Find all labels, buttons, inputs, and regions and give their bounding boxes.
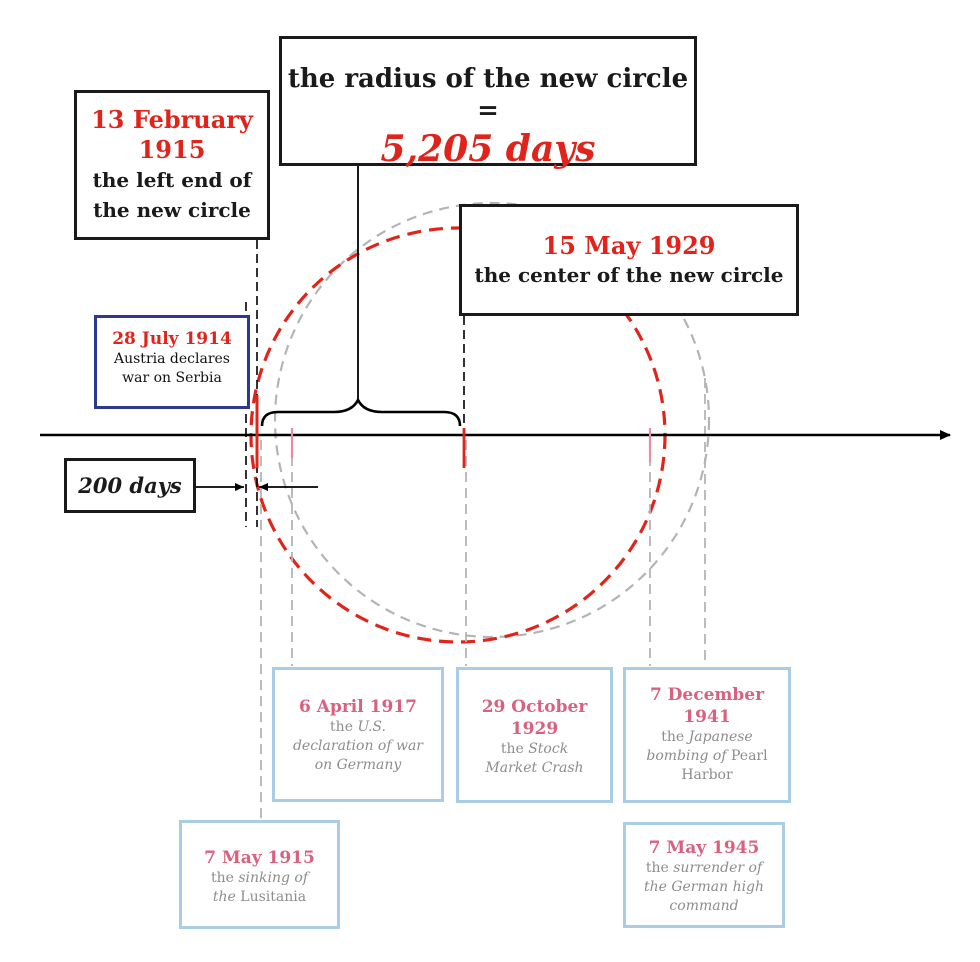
radius-brace (260, 397, 462, 427)
radius-label: the radius of the new circle = (287, 64, 689, 126)
surrender-caption-line1: the surrender of (645, 860, 763, 876)
event-box-lusitania: 7 May 1915 the sinking of the Lusitania (179, 820, 340, 929)
pearl-harbor-caption-line2: bombing of Pearl (646, 748, 768, 764)
event-box-pearl-harbor: 7 December 1941 the Japanese bombing of … (623, 667, 791, 803)
start-caption-line2: war on Serbia (122, 370, 222, 386)
crash-caption-line1: the Stock (500, 741, 569, 757)
radius-box: the radius of the new circle = 5,205 day… (279, 36, 697, 170)
radius-value: 5,205 days (380, 128, 596, 170)
left-end-date-line1: 13 February (91, 105, 253, 134)
crash-caption-line2: Market Crash (485, 760, 584, 776)
us-war-caption-line3: on Germany (314, 757, 402, 773)
left-end-box: 13 February 1915 the left end of the new… (74, 90, 270, 240)
us-war-date: 6 April 1917 (299, 697, 417, 717)
center-caption: the center of the new circle (474, 263, 784, 287)
pearl-harbor-caption-line1: the Japanese (661, 729, 753, 745)
us-war-caption-line2: declaration of war (292, 738, 424, 754)
left-end-caption-line1: the left end of (92, 168, 252, 192)
event-box-us-war: 6 April 1917 the U.S. declaration of war… (272, 667, 444, 802)
start-date-box: 28 July 1914 Austria declares war on Ser… (94, 315, 250, 409)
left-end-date-line2: 1915 (138, 135, 206, 164)
crash-date-line1: 29 October (481, 697, 588, 717)
lusitania-caption-line1: the sinking of (210, 870, 309, 886)
us-war-caption-line1: the U.S. (330, 719, 386, 735)
pearl-harbor-date-line1: 7 December (649, 685, 765, 705)
surrender-caption-line3: command (669, 898, 739, 914)
offset-label: 200 days (78, 473, 182, 498)
offset-box: 200 days (64, 458, 196, 513)
surrender-caption-line2: the German high (643, 879, 765, 895)
lusitania-date: 7 May 1915 (204, 848, 315, 868)
start-caption-line1: Austria declares (114, 351, 230, 367)
left-end-caption-line2: the new circle (93, 198, 251, 222)
event-box-crash: 29 October 1929 the Stock Market Crash (456, 667, 613, 803)
lusitania-caption-line2: the Lusitania (212, 889, 307, 905)
center-box: 15 May 1929 the center of the new circle (459, 204, 799, 316)
surrender-date: 7 May 1945 (648, 838, 760, 858)
pearl-harbor-caption-line3: Harbor (681, 767, 733, 783)
crash-date-line2: 1929 (510, 719, 559, 739)
event-box-surrender: 7 May 1945 the surrender of the German h… (623, 822, 785, 928)
start-date: 28 July 1914 (112, 329, 232, 349)
previous-circle (273, 201, 711, 639)
pearl-harbor-date-line2: 1941 (683, 707, 731, 727)
center-date: 15 May 1929 (542, 231, 716, 260)
